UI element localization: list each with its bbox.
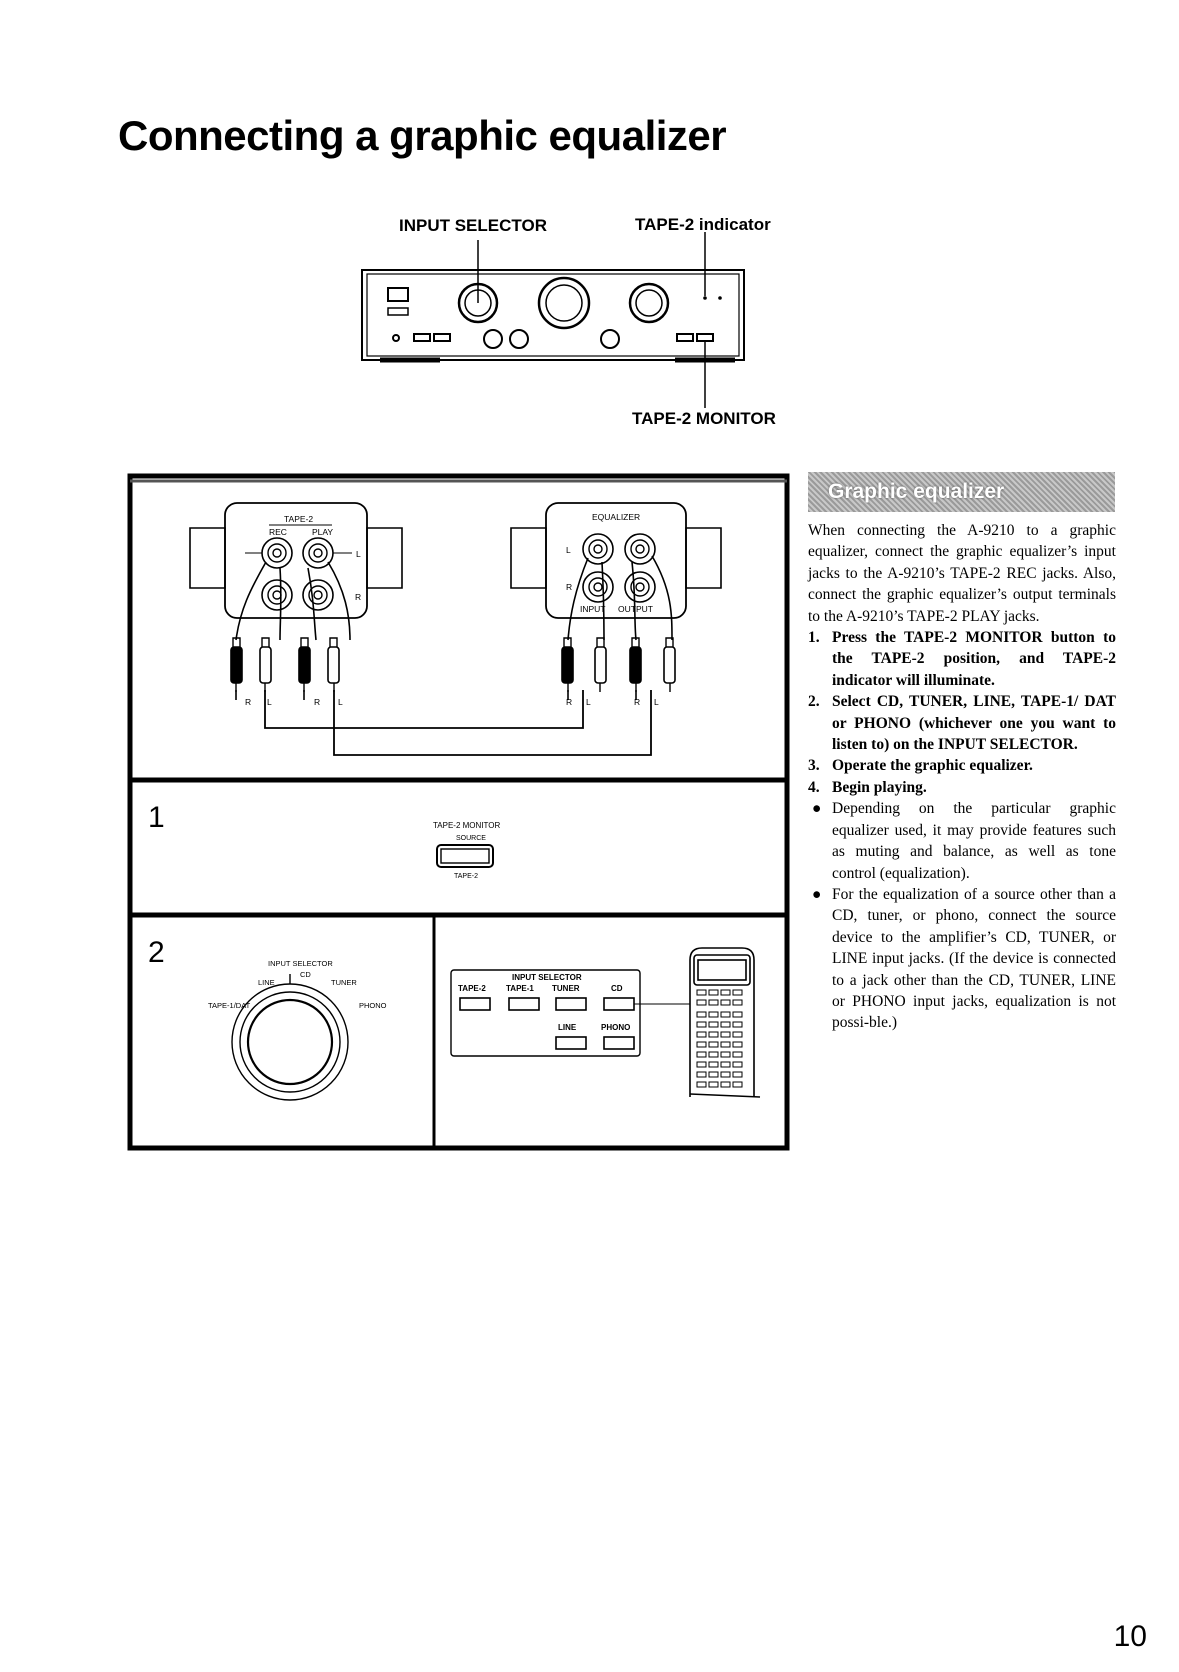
step-text: Press the TAPE-2 MONITOR button to the T…: [832, 629, 1116, 689]
remote-cd-label: CD: [611, 984, 623, 993]
amp-tape2-label: TAPE-2: [284, 514, 313, 524]
eq-l-label: L: [566, 545, 571, 555]
plug-r-label: R: [566, 697, 572, 707]
plug-r-label: R: [634, 697, 640, 707]
list-item: ● Depending on the particular graphic equ…: [808, 798, 1116, 884]
eq-output-label: OUTPUT: [618, 604, 653, 614]
step2-number: 2: [148, 936, 165, 969]
page-title: Connecting a graphic equalizer: [118, 112, 727, 159]
note-text: Depending on the particular graphic equa…: [832, 800, 1116, 882]
eq-r-label: R: [566, 582, 572, 592]
step-number: 2.: [808, 693, 820, 711]
step-number: 4.: [808, 778, 820, 796]
amp-rec-label: REC: [269, 527, 287, 537]
plug-l-label: L: [267, 697, 272, 707]
instructions-text: When connecting the A-9210 to a graphic …: [808, 520, 1116, 1034]
amp-l-label: L: [356, 549, 361, 559]
remote-tape1-label: TAPE-1: [506, 984, 534, 993]
note-text: For the equalization of a source other t…: [832, 885, 1116, 1032]
knob-title: INPUT SELECTOR: [268, 959, 333, 968]
tape2-indicator-label: TAPE-2 indicator: [635, 215, 771, 234]
step-number: 3.: [808, 757, 820, 775]
remote-line-label: LINE: [558, 1023, 577, 1032]
remote-tuner-label: TUNER: [552, 984, 580, 993]
remote-phono-label: PHONO: [601, 1023, 630, 1032]
knob-cd: CD: [300, 970, 311, 979]
plug-r-label: R: [245, 697, 251, 707]
knob-line: LINE: [258, 978, 275, 987]
remote-title: INPUT SELECTOR: [512, 973, 582, 982]
input-selector-label: INPUT SELECTOR: [399, 216, 547, 235]
knob-tape1dat: TAPE-1/DAT: [208, 1001, 251, 1010]
list-item: ● For the equalization of a source other …: [808, 884, 1116, 1034]
section-heading-text: Graphic equalizer: [828, 480, 1005, 503]
notes-list: ● Depending on the particular graphic equ…: [808, 798, 1116, 1033]
plug-l-label: L: [654, 697, 659, 707]
bullet-icon: ●: [812, 800, 822, 818]
tape2-monitor-label: TAPE-2 MONITOR: [632, 409, 776, 428]
step-text: Select CD, TUNER, LINE, TAPE-1/ DAT or P…: [832, 693, 1116, 754]
step1-monitor-label: TAPE-2 MONITOR: [433, 821, 500, 830]
step-text: Begin playing.: [832, 778, 927, 796]
amplifier-front-panel: [361, 232, 745, 408]
plug-l-label: L: [586, 697, 591, 707]
list-item: 2. Select CD, TUNER, LINE, TAPE-1/ DAT or…: [808, 691, 1116, 755]
list-item: 1. Press the TAPE-2 MONITOR button to the…: [808, 627, 1116, 691]
step1-tape2-label: TAPE-2: [454, 873, 478, 880]
plug-r-label: R: [314, 697, 320, 707]
step1-number: 1: [148, 801, 165, 834]
knob-tuner: TUNER: [331, 978, 357, 987]
knob-phono: PHONO: [359, 1001, 387, 1010]
intro-paragraph: When connecting the A-9210 to a graphic …: [808, 522, 1116, 625]
amp-r-label: R: [355, 592, 361, 602]
amp-play-label: PLAY: [312, 527, 333, 537]
eq-label: EQUALIZER: [592, 512, 640, 522]
step-text: Operate the graphic equalizer.: [832, 757, 1033, 775]
plug-l-label: L: [338, 697, 343, 707]
bullet-icon: ●: [812, 885, 822, 903]
step-number: 1.: [808, 629, 820, 647]
list-item: 3. Operate the graphic equalizer.: [808, 755, 1116, 776]
step1-source-label: SOURCE: [456, 835, 486, 842]
page-number: 10: [1113, 1620, 1147, 1653]
steps-list: 1. Press the TAPE-2 MONITOR button to the…: [808, 627, 1116, 798]
eq-input-label: INPUT: [580, 604, 606, 614]
list-item: 4. Begin playing.: [808, 777, 1116, 798]
section-heading: Graphic equalizer: [808, 472, 1115, 512]
remote-tape2-label: TAPE-2: [458, 984, 486, 993]
connection-diagram: TAPE-2 REC PLAY L R EQUALIZER L R INPUT …: [127, 473, 790, 1151]
